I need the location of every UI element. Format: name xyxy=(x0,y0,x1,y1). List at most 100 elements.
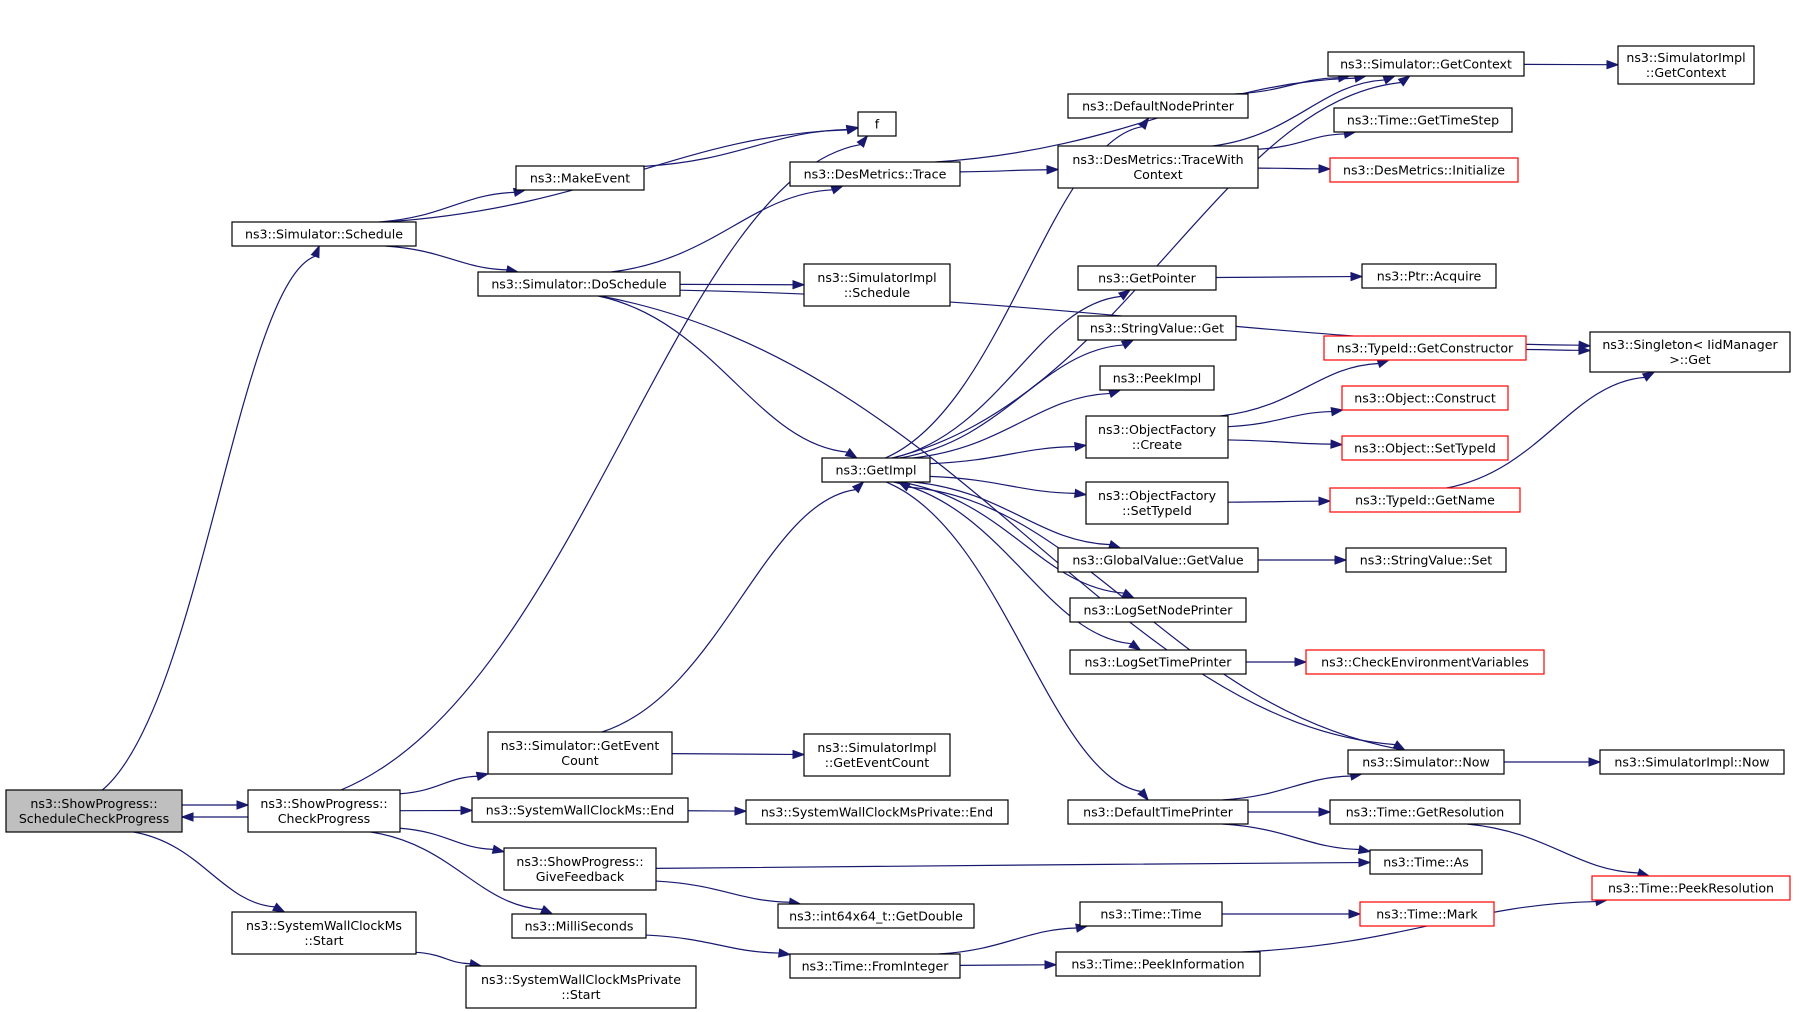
node-sim-now[interactable]: ns3::Simulator::Now xyxy=(1347,749,1505,775)
edge-line xyxy=(645,934,780,954)
node-global-get-value[interactable]: ns3::GlobalValue::GetValue xyxy=(1057,547,1259,573)
node-milli-seconds[interactable]: ns3::MilliSeconds xyxy=(511,913,647,939)
node-default-node-printer[interactable]: ns3::DefaultNodePrinter xyxy=(1067,93,1249,119)
node-get-context[interactable]: ns3::Simulator::GetContext xyxy=(1327,51,1525,77)
edge-get-impl-to-log-set-time-printer xyxy=(893,481,1142,651)
edge-arrowhead xyxy=(460,805,474,816)
node-time-time[interactable]: ns3::Time::Time xyxy=(1079,901,1223,927)
node-get-constructor[interactable]: ns3::TypeId::GetConstructor xyxy=(1323,335,1527,361)
node-des-initialize[interactable]: ns3::DesMetrics::Initialize xyxy=(1329,157,1519,183)
node-box xyxy=(1333,107,1513,133)
edge-arrowhead xyxy=(1588,757,1602,767)
node-log-set-node-printer[interactable]: ns3::LogSetNodePrinter xyxy=(1069,597,1247,623)
node-f[interactable]: f xyxy=(857,111,897,137)
edge-line xyxy=(385,245,508,271)
node-type-id-get-name[interactable]: ns3::TypeId::GetName xyxy=(1329,487,1521,513)
node-log-set-time-printer[interactable]: ns3::LogSetTimePrinter xyxy=(1069,649,1247,675)
node-obj-construct[interactable]: ns3::Object::Construct xyxy=(1341,385,1509,411)
node-singleton-get[interactable]: ns3::Singleton< IidManager>::Get xyxy=(1589,331,1791,373)
edge-arrowhead xyxy=(1376,359,1391,369)
edge-line xyxy=(1234,77,1339,95)
edge-line xyxy=(133,831,275,908)
edge-line xyxy=(892,81,1401,459)
call-edges xyxy=(101,59,1656,970)
edge-line xyxy=(959,964,1046,966)
edge-wall-end-to-wall-priv-end xyxy=(687,806,748,816)
node-peek-impl[interactable]: ns3::PeekImpl xyxy=(1099,365,1215,391)
edge-arrowhead xyxy=(1641,371,1656,382)
edge-arrowhead xyxy=(734,806,748,816)
node-from-integer[interactable]: ns3::Time::FromInteger xyxy=(789,953,961,979)
node-box xyxy=(1067,93,1249,119)
edge-arrowhead xyxy=(310,244,320,259)
edge-sim-schedule-to-do-schedule xyxy=(385,245,520,275)
edge-arrowhead xyxy=(845,124,860,135)
edge-line xyxy=(101,255,316,791)
edge-check-progress-to-give-feedback xyxy=(399,827,506,854)
node-label: ::SetTypeId xyxy=(1122,503,1192,518)
node-peek-resolution[interactable]: ns3::Time::PeekResolution xyxy=(1591,875,1791,901)
node-of-create[interactable]: ns3::ObjectFactory::Create xyxy=(1085,415,1229,459)
edge-line xyxy=(912,392,1110,459)
node-des-trace[interactable]: ns3::DesMetrics::Trace xyxy=(789,161,961,187)
edge-get-impl-to-of-set-type-id xyxy=(929,475,1088,499)
node-wall-priv-start[interactable]: ns3::SystemWallClockMsPrivate::Start xyxy=(465,965,697,1009)
node-make-event[interactable]: ns3::MakeEvent xyxy=(515,165,645,191)
edge-arrowhead xyxy=(1121,588,1136,599)
node-get-time-step[interactable]: ns3::Time::GetTimeStep xyxy=(1333,107,1513,133)
node-box xyxy=(789,953,961,979)
node-box xyxy=(1077,315,1237,341)
node-get-impl[interactable]: ns3::GetImpl xyxy=(821,457,931,483)
node-give-feedback[interactable]: ns3::ShowProgress::GiveFeedback xyxy=(503,847,657,891)
node-get-pointer[interactable]: ns3::GetPointer xyxy=(1077,265,1217,291)
edge-arrowhead xyxy=(1357,844,1372,855)
node-label: ns3::LogSetTimePrinter xyxy=(1085,655,1233,670)
node-obj-set-type-id[interactable]: ns3::Object::SetTypeId xyxy=(1341,435,1509,461)
node-time-mark[interactable]: ns3::Time::Mark xyxy=(1359,901,1495,927)
node-wall-end[interactable]: ns3::SystemWallClockMs::End xyxy=(471,797,689,823)
node-schedule-check[interactable]: ns3::ShowProgress::ScheduleCheckProgress xyxy=(5,789,183,833)
node-get-event-count[interactable]: ns3::Simulator::GetEventCount xyxy=(487,731,673,775)
edge-line xyxy=(340,143,861,791)
node-check-env-vars[interactable]: ns3::CheckEnvironmentVariables xyxy=(1305,649,1545,675)
node-label: ns3::ShowProgress:: xyxy=(516,854,643,869)
node-label: ns3::SimulatorImpl xyxy=(1626,50,1745,65)
node-ptr-acquire[interactable]: ns3::Ptr::Acquire xyxy=(1361,263,1497,289)
edge-do-schedule-to-get-impl xyxy=(598,295,859,459)
edge-line xyxy=(1227,410,1332,428)
edge-global-get-value-to-string-value-set xyxy=(1258,555,1348,565)
edge-line xyxy=(643,128,848,167)
node-label: ::Start xyxy=(304,933,343,948)
node-int64-get-double[interactable]: ns3::int64x64_t::GetDouble xyxy=(777,903,975,929)
node-of-set-type-id[interactable]: ns3::ObjectFactory::SetTypeId xyxy=(1085,481,1229,525)
node-wall-priv-end[interactable]: ns3::SystemWallClockMsPrivate::End xyxy=(745,799,1009,825)
node-impl-now[interactable]: ns3::SimulatorImpl::Now xyxy=(1599,749,1785,775)
node-impl-get-event-count[interactable]: ns3::SimulatorImpl::GetEventCount xyxy=(803,733,951,777)
node-peek-information[interactable]: ns3::Time::PeekInformation xyxy=(1055,951,1261,977)
node-do-schedule[interactable]: ns3::Simulator::DoSchedule xyxy=(477,271,681,297)
edge-get-impl-to-default-time-printer xyxy=(885,481,1150,802)
node-check-progress[interactable]: ns3::ShowProgress::CheckProgress xyxy=(247,789,401,833)
node-box xyxy=(1327,51,1525,77)
node-box xyxy=(1323,335,1527,361)
node-get-resolution[interactable]: ns3::Time::GetResolution xyxy=(1329,799,1521,825)
node-label: ScheduleCheckProgress xyxy=(19,811,169,826)
node-box xyxy=(231,911,417,955)
node-wall-start[interactable]: ns3::SystemWallClockMs::Start xyxy=(231,911,417,955)
node-box xyxy=(821,457,931,483)
edge-give-feedback-to-int64-get-double xyxy=(655,880,802,907)
node-label: ns3::Object::SetTypeId xyxy=(1354,441,1496,456)
node-label: ns3::SystemWallClockMs xyxy=(246,918,402,933)
node-impl-schedule[interactable]: ns3::SimulatorImpl::Schedule xyxy=(803,263,951,307)
edge-line xyxy=(655,861,1360,869)
node-label: ns3::Simulator::Now xyxy=(1362,755,1490,770)
node-string-value-set[interactable]: ns3::StringValue::Set xyxy=(1345,547,1507,573)
node-default-time-printer[interactable]: ns3::DefaultTimePrinter xyxy=(1067,799,1249,825)
node-time-as[interactable]: ns3::Time::As xyxy=(1369,849,1483,875)
node-sim-schedule[interactable]: ns3::Simulator::Schedule xyxy=(231,221,417,247)
edge-arrowhead xyxy=(1318,496,1332,506)
node-impl-get-context[interactable]: ns3::SimulatorImpl::GetContext xyxy=(1617,45,1755,85)
edge-get-impl-to-peek-impl xyxy=(912,389,1122,459)
node-string-value-get[interactable]: ns3::StringValue::Get xyxy=(1077,315,1237,341)
